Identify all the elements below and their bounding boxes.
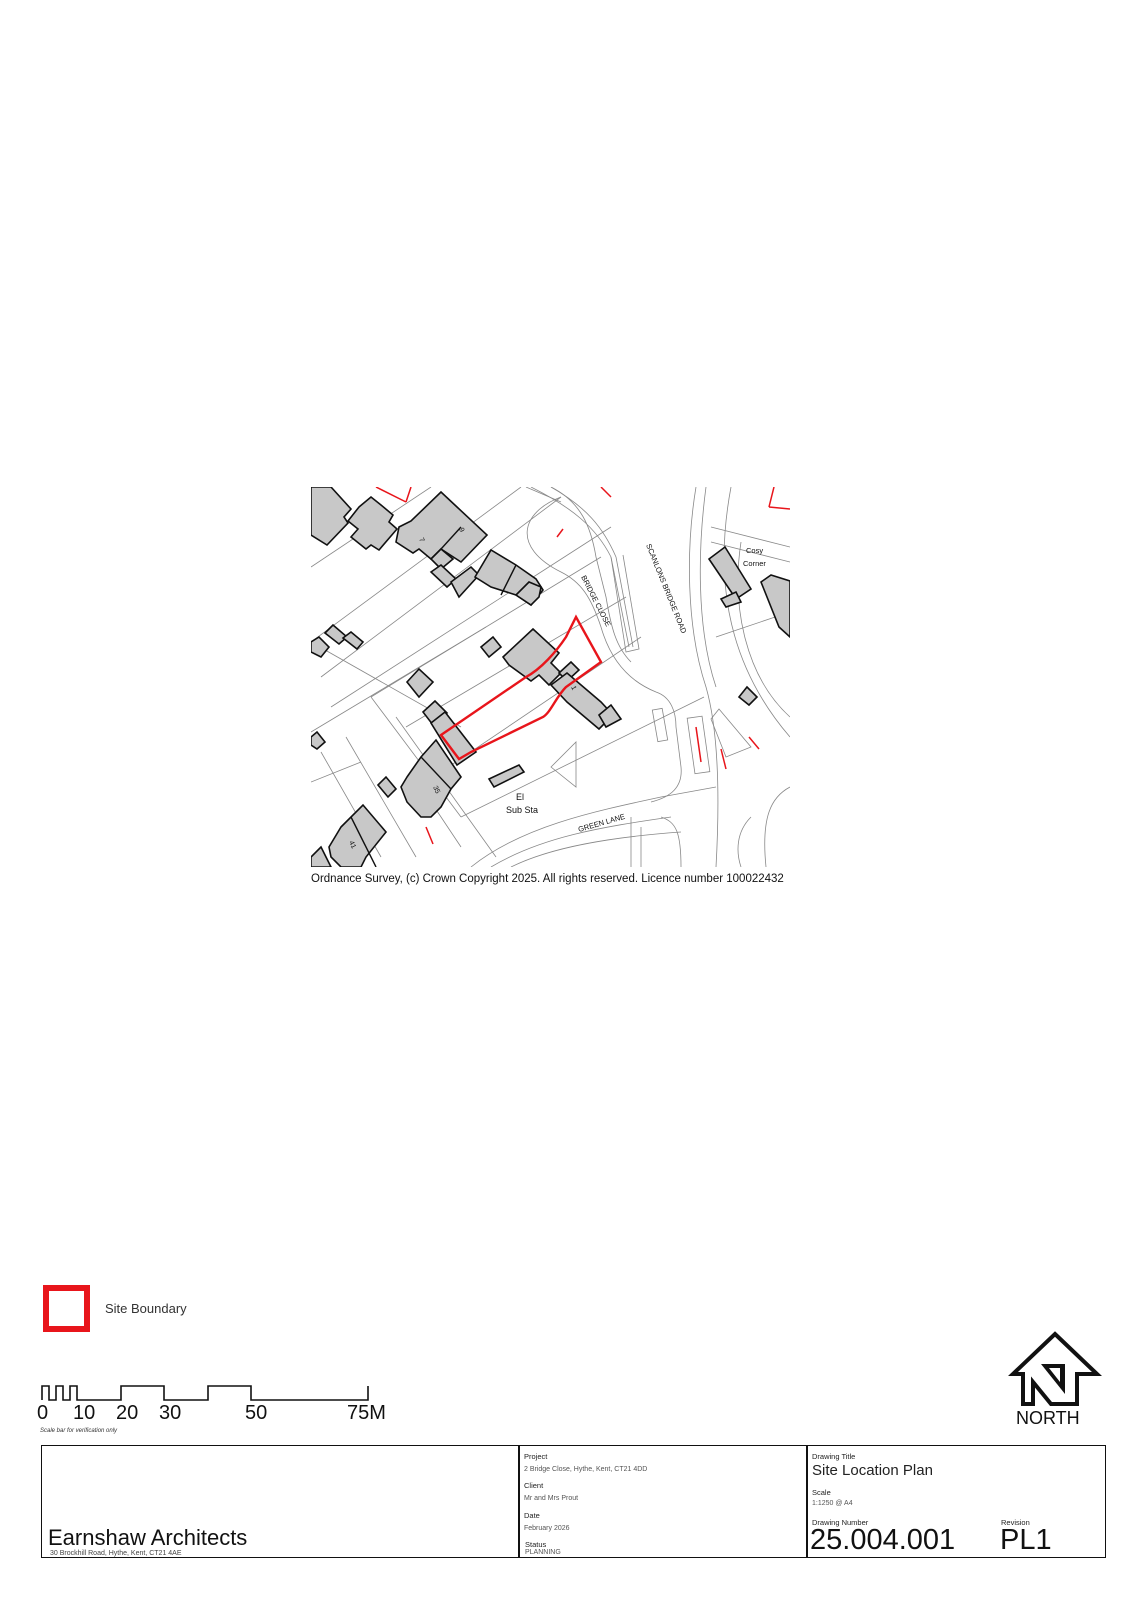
site-location-map: 7 9 1 35 41 BRIDGE CLOSE SCANLONS BRIDGE… <box>311 487 790 867</box>
svg-text:41: 41 <box>347 840 357 850</box>
north-label: NORTH <box>1016 1408 1080 1428</box>
title-block-divider <box>518 1445 520 1558</box>
date-value: February 2026 <box>524 1525 570 1532</box>
north-arrow-icon <box>1005 1330 1105 1413</box>
client-value: Mr and Mrs Prout <box>524 1495 579 1502</box>
site-boundary-legend-icon <box>43 1285 90 1332</box>
scale-bar-note: Scale bar for verification only <box>40 1428 118 1434</box>
status-label: Status <box>525 1540 547 1549</box>
scale-label-75m: 75M <box>347 1402 386 1424</box>
drawing-title-value: Site Location Plan <box>812 1462 933 1479</box>
site-boundary-outline <box>439 614 603 761</box>
client-label: Client <box>524 1481 544 1490</box>
scale-label-50: 50 <box>245 1402 268 1424</box>
drawing-number-value: 25.004.001 <box>810 1524 956 1556</box>
drawing-title-label: Drawing Title <box>812 1452 856 1461</box>
scale-label-20: 20 <box>116 1402 139 1424</box>
status-value: PLANNING <box>525 1549 561 1556</box>
revision-label: Revision <box>1001 1518 1030 1527</box>
svg-text:9: 9 <box>457 527 465 534</box>
place-label-sub-sta: Sub Sta <box>506 805 538 815</box>
scale-label-10: 10 <box>73 1402 96 1424</box>
company-address: 30 Brockhill Road, Hythe, Kent, CT21 4AE <box>50 1550 182 1557</box>
drawing-number-label: Drawing Number <box>812 1518 869 1527</box>
svg-text:7: 7 <box>417 537 425 544</box>
scale-label-30: 30 <box>159 1402 182 1424</box>
project-label: Project <box>524 1452 548 1461</box>
street-label-bridge-close: BRIDGE CLOSE <box>579 574 613 628</box>
svg-text:35: 35 <box>431 785 441 795</box>
svg-text:1: 1 <box>569 685 577 692</box>
site-boundary-legend-label: Site Boundary <box>105 1301 187 1316</box>
scale-label: Scale <box>812 1488 831 1497</box>
title-block-divider <box>806 1445 808 1558</box>
map-copyright: Ordnance Survey, (c) Crown Copyright 202… <box>311 873 784 885</box>
project-value: 2 Bridge Close, Hythe, Kent, CT21 4DD <box>524 1466 648 1473</box>
scale-value: 1:1250 @ A4 <box>812 1500 853 1507</box>
date-label: Date <box>524 1511 540 1520</box>
street-label-scanlons-bridge-road: SCANLONS BRIDGE ROAD <box>644 542 688 635</box>
place-label-el: El <box>516 792 524 802</box>
place-label-cosy: Cosy <box>746 546 763 555</box>
company-name: Earnshaw Architects <box>48 1525 248 1550</box>
place-label-corner: Corner <box>743 559 766 568</box>
title-block <box>41 1445 1106 1558</box>
revision-value: PL1 <box>1000 1524 1052 1556</box>
scale-bar <box>38 1383 378 1408</box>
scale-label-0: 0 <box>37 1402 49 1424</box>
